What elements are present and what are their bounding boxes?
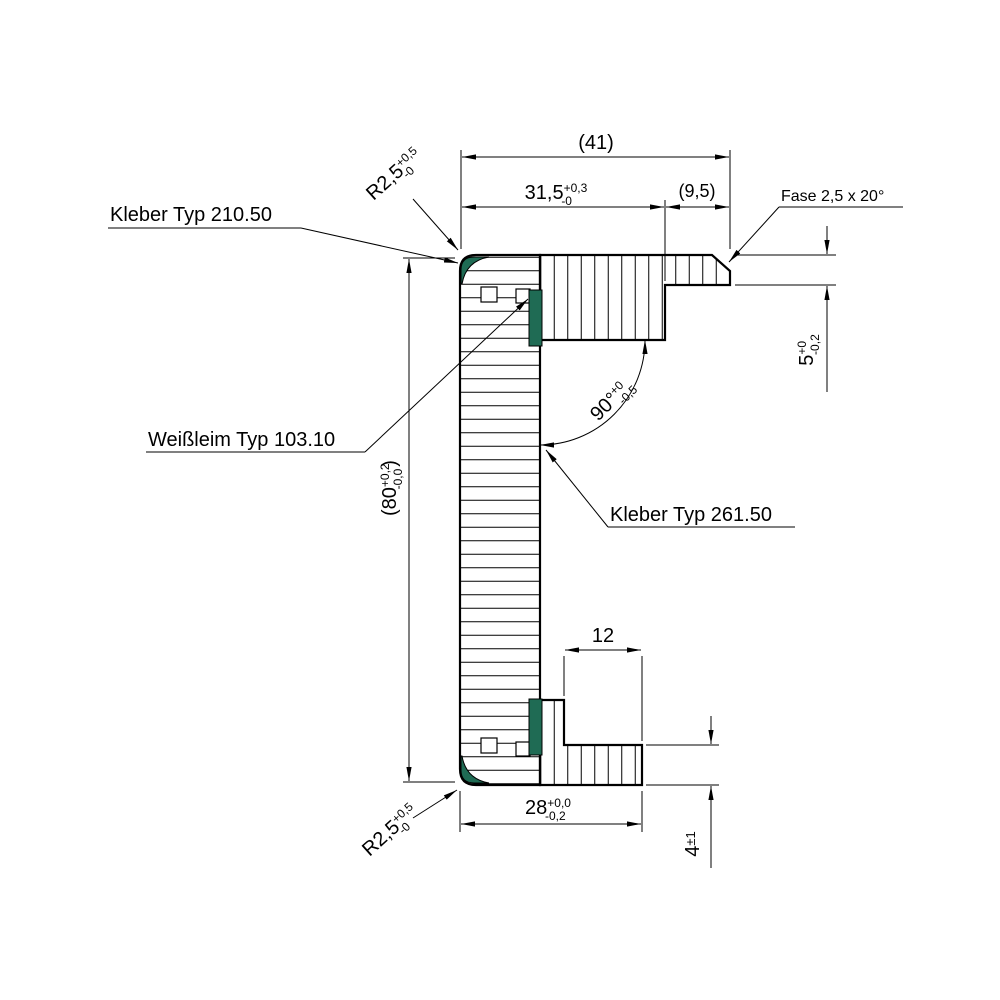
dimension-text-5: 5+0-0,2 [795,334,822,366]
dimension-width-31-5: 31,5+0,3-0 [462,181,666,281]
label-weissleim: Weißleim Typ 103.10 [146,298,529,453]
dimension-thickness-5: 5+0-0,2 [735,226,836,392]
radius-text-bottom: R2,5+0,5-0 [357,799,424,863]
leader-line [545,449,609,528]
dimension-text-9-5: (9,5) [678,181,715,201]
dimension-width-9-5: (9,5) [666,181,729,210]
radius-text-top: R2,5+0,5-0 [361,143,428,207]
dimension-height-80: (80+0,2-0,0) [378,257,455,783]
glue-label-103: Weißleim Typ 103.10 [148,429,335,451]
label-kleber-261: Kleber Typ 261.50 [545,449,795,528]
glue-label-261: Kleber Typ 261.50 [610,504,772,526]
leader-line [412,789,458,819]
dimension-thickness-4: 4±1 [646,716,719,868]
leader-line [364,298,529,453]
dimension-overall-width-41: (41) [460,132,731,249]
dimension-angle-90: 90°+0-0,5 [539,339,648,448]
dimension-text-12: 12 [592,625,614,647]
angle-arc [539,339,648,448]
glue-strip-bottom-joint [528,698,543,756]
dimension-text-4: 4±1 [682,831,704,857]
leader-line [412,198,459,251]
dimension-text-41: (41) [578,132,614,154]
label-kleber-210: Kleber Typ 210.50 [108,204,459,264]
dimension-text-90: 90°+0-0,5 [585,373,640,428]
step-notch-top [515,288,531,304]
dimension-width-12: 12 [563,625,643,741]
glue-area-top-corner [460,256,490,285]
annotation-chamfer: Fase 2,5 x 20° [728,188,903,263]
chamfer-label: Fase 2,5 x 20° [781,188,884,205]
profile-section [458,253,732,787]
step-notch-bottom [515,741,531,757]
groove-notch-top [480,286,498,303]
dimension-width-28: 28+0,0-0,2 [459,791,643,832]
dimension-text-28: 28+0,0-0,2 [525,796,571,823]
groove-notch-bottom [480,737,498,754]
profile-bottom-arm [538,698,644,787]
label-radius-bottom: R2,5+0,5-0 [357,789,458,863]
glue-strip-top-joint [528,289,543,347]
profile-top-arm [538,253,732,342]
dimension-text-31-5: 31,5+0,3-0 [525,181,588,208]
glue-label-210: Kleber Typ 210.50 [110,204,272,226]
profile-vertical-bar [458,253,542,787]
dimension-text-80: (80+0,2-0,0) [378,460,405,516]
label-radius-top: R2,5+0,5-0 [361,143,459,251]
leader-line [300,227,459,264]
leader-line [728,206,780,263]
glue-area-bottom-corner [460,755,490,784]
